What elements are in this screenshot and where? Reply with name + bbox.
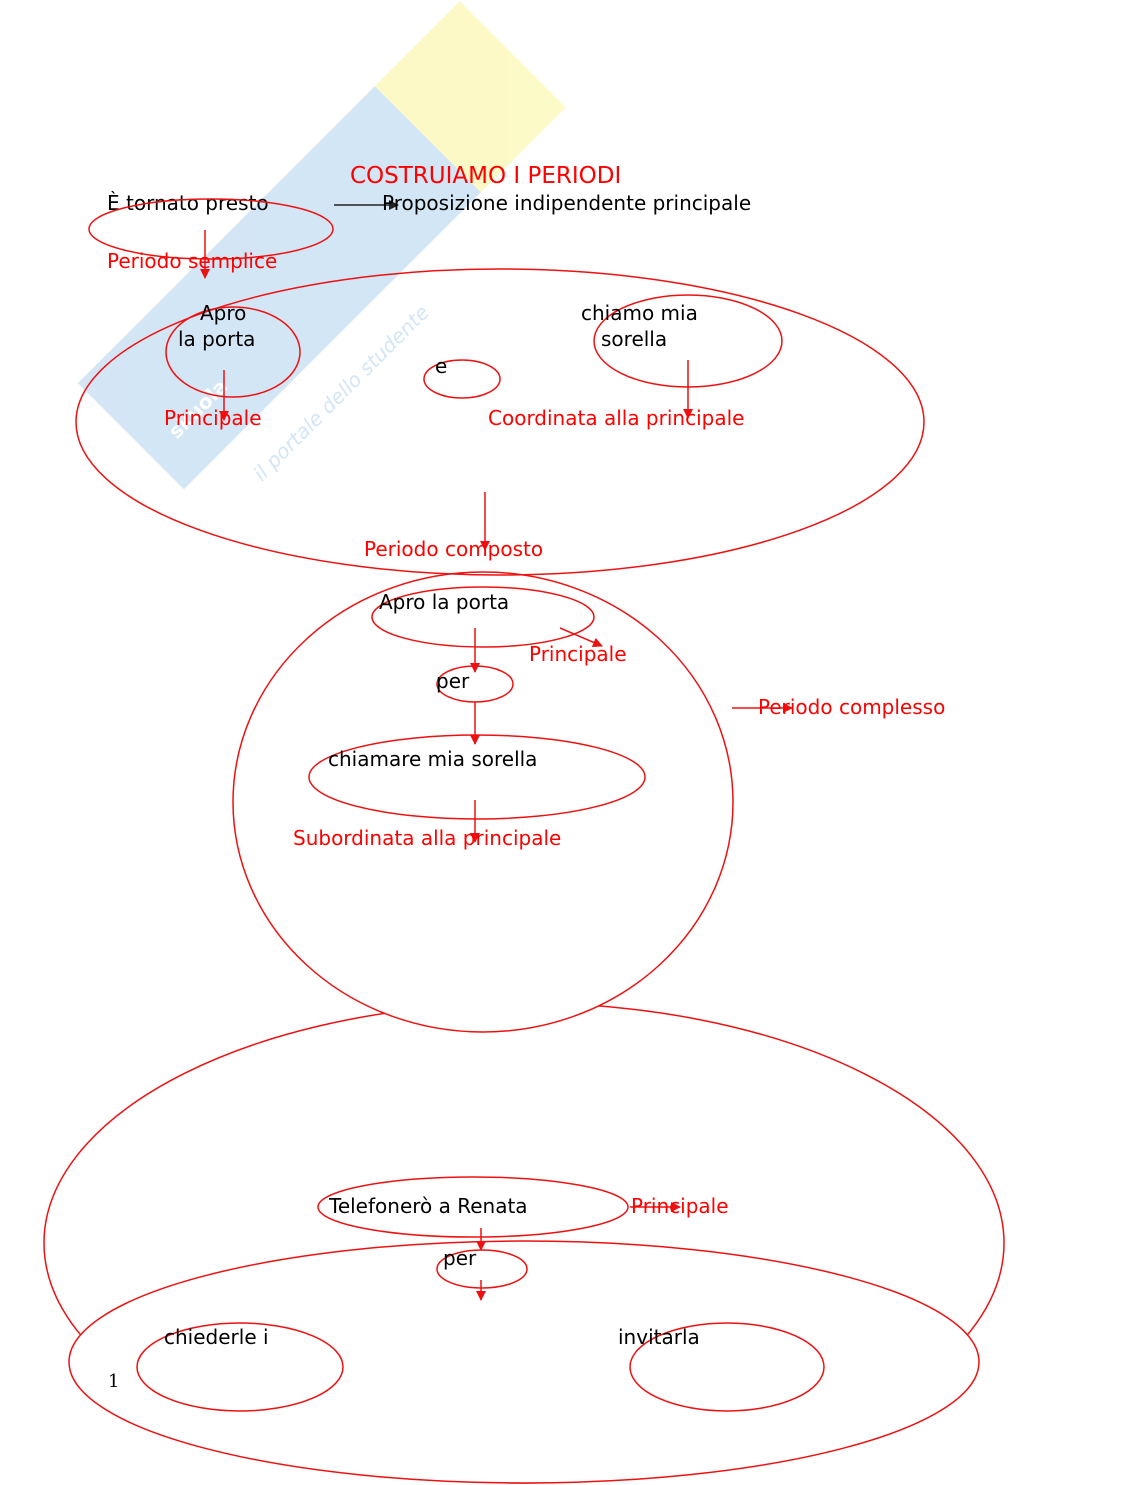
- complex-main-label: Principale: [529, 642, 627, 666]
- example3-main: Telefonerò a Renata: [328, 1194, 528, 1218]
- complex-label: Periodo complesso: [758, 695, 945, 719]
- compound-clause2-line1: chiamo mia: [581, 301, 698, 325]
- example3-connector-ellipse: [436, 1249, 528, 1289]
- conjunction-ellipse: [423, 359, 501, 399]
- simple-ellipse: [88, 198, 334, 260]
- simple-definition: Proposizione indipendente principale: [382, 191, 751, 215]
- page-number: 1: [108, 1371, 119, 1392]
- arrow-icon: [559, 627, 603, 648]
- compound-clause2-line2: sorella: [601, 327, 667, 351]
- complex-connector: per: [436, 669, 470, 693]
- example3-main-label: Principale: [631, 1194, 729, 1218]
- example3-sub1: chiederle i: [164, 1325, 269, 1349]
- watermark-logo: skuola il portale dello studente: [77, 1, 566, 490]
- example3-sub2: invitarla: [618, 1325, 700, 1349]
- compound-label2: Coordinata alla principale: [488, 406, 744, 430]
- complex-period-circle: [232, 571, 734, 1033]
- example3-connector: per: [443, 1246, 477, 1270]
- example3-sub1-ellipse: [136, 1322, 344, 1412]
- compound-conjunction: e: [435, 354, 447, 378]
- compound-period-ellipse: [75, 268, 925, 576]
- example3-sub2-ellipse: [629, 1322, 825, 1412]
- compound-clause1-ellipse: [165, 306, 301, 398]
- compound-label: Periodo composto: [364, 537, 543, 561]
- complex-sub-label: Subordinata alla principale: [293, 826, 561, 850]
- complex-sub: chiamare mia sorella: [328, 747, 537, 771]
- page-title: COSTRUIAMO I PERIODI: [350, 163, 621, 189]
- complex-main: Apro la porta: [379, 590, 509, 614]
- simple-label: Periodo semplice: [107, 249, 277, 273]
- example3-main-ellipse: [317, 1176, 629, 1238]
- complex-main-ellipse: [371, 586, 595, 648]
- example3-sub-ellipse: [68, 1240, 980, 1484]
- compound-label1: Principale: [164, 406, 262, 430]
- simple-sentence: È tornato presto: [107, 191, 269, 215]
- compound-clause1-line2: la porta: [178, 327, 255, 351]
- complex-sub-ellipse: [308, 734, 646, 820]
- compound-clause1-line1: Apro: [200, 301, 246, 325]
